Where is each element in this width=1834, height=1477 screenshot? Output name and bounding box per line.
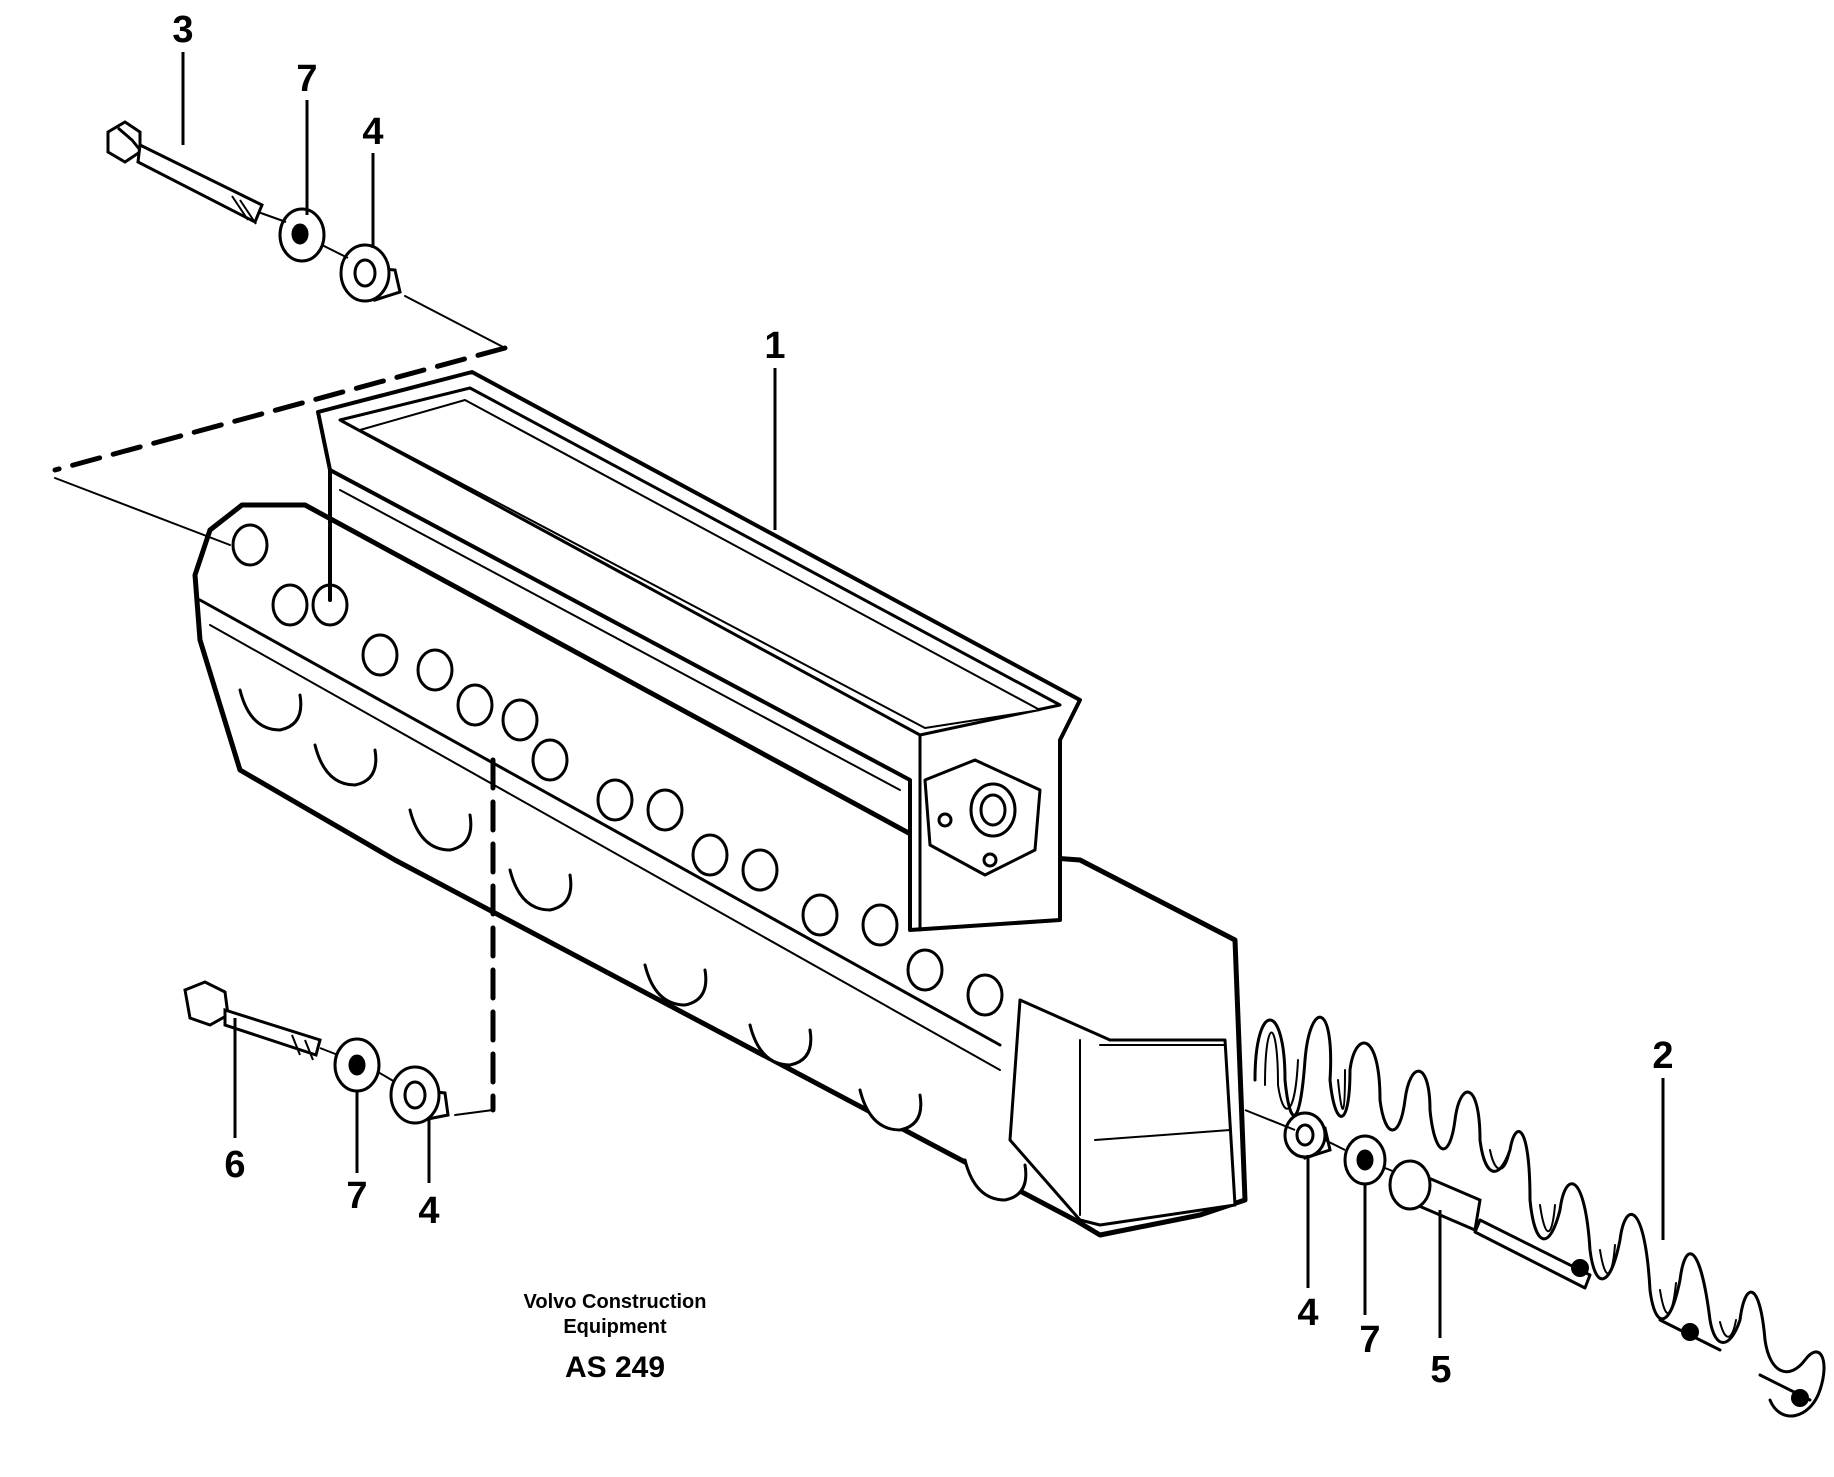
- drawing-caption: Volvo Construction Equipment AS 249: [470, 1290, 760, 1388]
- company-name-line1: Volvo Construction: [523, 1291, 707, 1313]
- assembly-guide-lines: [52, 295, 508, 1116]
- spacer-upper: [339, 243, 402, 303]
- leader-lines: [181, 52, 1665, 1338]
- washer-lower: [333, 1037, 381, 1093]
- screw-upper: [106, 120, 264, 225]
- heater-terminal-nuts: [1571, 1259, 1809, 1407]
- callout-right-spacer: 4: [1297, 1292, 1318, 1334]
- callout-lower-spacer: 4: [418, 1190, 439, 1232]
- callout-upper-spacer: 4: [362, 111, 383, 153]
- callout-right-washer: 7: [1359, 1319, 1380, 1361]
- washer-right: [1343, 1134, 1387, 1186]
- callout-upper-washer: 7: [296, 58, 317, 100]
- sleeve-right: [1388, 1159, 1482, 1233]
- washer-upper: [278, 207, 326, 263]
- callout-lower-screw: 6: [224, 1144, 245, 1186]
- intake-manifold: [192, 370, 1248, 1238]
- heater-element: [1253, 1015, 1826, 1418]
- spacer-right: [1283, 1111, 1332, 1160]
- callout-labels: 3 7 4 1 2 6 7 4 4 7 5: [172, 9, 1673, 1391]
- company-name-line2: Equipment: [563, 1316, 667, 1338]
- callout-manifold: 1: [764, 325, 785, 367]
- spacer-lower: [389, 1065, 450, 1125]
- callout-upper-screw: 3: [172, 9, 193, 51]
- callout-right-sleeve: 5: [1430, 1349, 1451, 1391]
- callout-heater: 2: [1652, 1035, 1673, 1077]
- callout-lower-washer: 7: [346, 1175, 367, 1217]
- screw-lower: [183, 980, 322, 1061]
- drawing-code: AS 249: [564, 1351, 666, 1384]
